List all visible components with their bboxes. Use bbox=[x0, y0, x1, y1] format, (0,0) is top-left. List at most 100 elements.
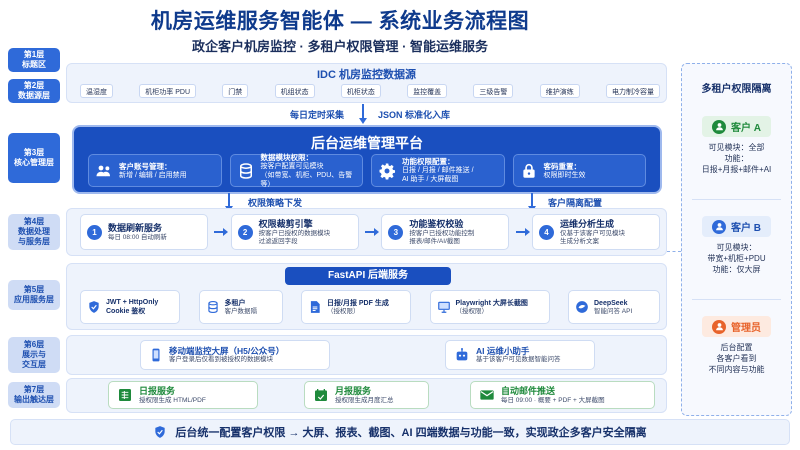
data-source-item: 维护演练 bbox=[539, 84, 580, 98]
services-row: 1 数据刷新服务 每日 08:00 自动刷新 2 权限裁剪引擎 按客户已授权的数… bbox=[80, 213, 660, 251]
service-desc: 报表/邮件/AI/截图 bbox=[409, 237, 460, 245]
page-subtitle: 政企客户机房监控 · 多租户权限管理 · 智能运维服务 bbox=[191, 39, 489, 54]
flow-arrow-collect bbox=[359, 104, 367, 124]
fastapi-header: FastAPI 后端服务 bbox=[285, 267, 451, 285]
tenant-admin: 管理员 后台配置 各客户看到 不同内容与功能 bbox=[682, 316, 791, 375]
step-arrow bbox=[214, 228, 229, 236]
api-deepseek: DeepSeek 智能问答 API bbox=[568, 290, 660, 324]
step-number: 1 bbox=[87, 224, 102, 240]
spreadsheet-icon bbox=[119, 389, 131, 401]
layer-label-line: 第3层 bbox=[23, 148, 45, 157]
layer-label-4: 第4层 数据处理 与服务层 bbox=[8, 214, 60, 250]
service-desc: 过滤返回字段 bbox=[258, 237, 298, 245]
monitor-icon bbox=[437, 301, 450, 313]
api-multitenant: 多租户 客户数据隔 bbox=[198, 290, 283, 324]
service-title: 权限裁剪引擎 bbox=[258, 218, 313, 229]
output-daily-report: 日报服务 授权限生成 HTML/PDF bbox=[108, 381, 258, 409]
api-row: JWT + HttpOnly Cookie 鉴权 多租户 客户数据隔 日报/月报… bbox=[80, 290, 660, 326]
api-desc: Cookie 鉴权 bbox=[106, 308, 146, 315]
data-source-item: 电力制冷容量 bbox=[605, 84, 660, 98]
service-auth-check: 3 功能鉴权校验 按客户已授权功能控制 报表/邮件/AI/截图 bbox=[381, 214, 510, 250]
tenant-badge: 客户 B bbox=[702, 216, 771, 237]
tenant-name: 客户 A bbox=[731, 123, 761, 134]
database-icon bbox=[239, 162, 252, 179]
api-desc: 客户数据隔 bbox=[224, 307, 258, 315]
layer-label-line: 数据源层 bbox=[18, 91, 50, 100]
core-card-desc: 新增 / 编辑 / 启用禁用 bbox=[119, 171, 187, 179]
display-desc: 基于该客户可见数据智能问答 bbox=[476, 356, 561, 363]
data-source-item: 温湿度 bbox=[80, 84, 113, 98]
data-source-item: 机组状态 bbox=[274, 84, 315, 98]
core-card-title: 功能权限配置： bbox=[402, 157, 455, 166]
core-card-title: 客户账号管理： bbox=[119, 161, 172, 171]
data-source-item: 监控覆盖 bbox=[407, 84, 448, 98]
output-title: 日报服务 bbox=[139, 385, 176, 396]
output-desc: 授权限生成 HTML/PDF bbox=[139, 396, 206, 404]
tenant-details: 可见模块： 带宽+机柜+PDU 功能：仅大屏 bbox=[682, 242, 791, 275]
layer-label-6: 第6层 展示与 交互层 bbox=[8, 337, 60, 373]
output-monthly-report: 月报服务 授权限生成月度汇总 bbox=[304, 381, 429, 409]
display-mobile-dashboard: 移动端监控大屏（H5/公众号） 客户登录后仅看到被授权的数据模块 bbox=[140, 340, 330, 370]
tenant-line: 功能： bbox=[724, 154, 749, 163]
data-source-item: 机柜状态 bbox=[340, 84, 381, 98]
tenant-line: 不同内容与功能 bbox=[708, 365, 765, 374]
layer-label-line: 展示与 bbox=[22, 350, 46, 359]
layer-label-7: 第7层 输出触达层 bbox=[8, 382, 60, 408]
core-card-desc: 日报 / 月报 / 邮件推送 / bbox=[402, 167, 474, 174]
core-card-title: 客码重置： bbox=[543, 161, 582, 171]
document-icon bbox=[310, 301, 320, 313]
layer-label-3: 第3层 核心管理层 bbox=[8, 133, 60, 183]
layer-label-5: 第5层 应用服务层 bbox=[8, 280, 60, 310]
mail-icon bbox=[480, 390, 494, 400]
service-analysis: 4 运维分析生成 仅基于该客户可见模块 生成分析文案 bbox=[531, 214, 660, 250]
footer-banner: 后台统一配置客户权限 → 大屏、报表、截图、AI 四端数据与功能一致，实现政企多… bbox=[10, 419, 790, 445]
database-icon bbox=[207, 300, 218, 314]
layer-label-line: 数据处理 bbox=[18, 227, 50, 236]
flow-label-isolation: 客户隔离配置 bbox=[548, 198, 603, 208]
tenant-details: 可见模块：全部 功能： 日报+月报+邮件+AI bbox=[682, 142, 791, 175]
connector-line bbox=[667, 251, 681, 252]
layer-label-line: 标题区 bbox=[22, 60, 46, 69]
flow-arrow-isolation bbox=[528, 193, 536, 212]
api-playwright: Playwright 大屏长截图 （授权限） bbox=[429, 290, 550, 324]
output-title: 月报服务 bbox=[335, 385, 372, 396]
data-source-item: 机柜功率 PDU bbox=[139, 84, 197, 98]
user-icon bbox=[712, 319, 726, 334]
tenant-line: 日报+月报+邮件+AI bbox=[701, 165, 772, 174]
shield-icon bbox=[155, 426, 166, 438]
api-title: DeepSeek bbox=[594, 299, 628, 307]
service-title: 运维分析生成 bbox=[559, 218, 614, 229]
core-card-desc: 按客户配置可见模块 bbox=[260, 162, 324, 170]
core-cards: 客户账号管理： 新增 / 编辑 / 启用禁用 数据模块权限： 按客户配置可见模块… bbox=[88, 153, 646, 188]
service-title: 功能鉴权校验 bbox=[409, 218, 464, 229]
flow-label-json: JSON 标准化入库 bbox=[378, 110, 451, 120]
tenant-line: 功能：仅大屏 bbox=[712, 265, 761, 274]
core-card-accounts: 客户账号管理： 新增 / 编辑 / 启用禁用 bbox=[88, 154, 222, 187]
layer-label-line: 与服务层 bbox=[18, 237, 50, 246]
tenant-b: 客户 B 可见模块： 带宽+机柜+PDU 功能：仅大屏 bbox=[682, 216, 791, 275]
layer-label-line: 交互层 bbox=[22, 360, 46, 369]
layer-label-line: 应用服务层 bbox=[14, 295, 54, 304]
tenant-name: 客户 B bbox=[731, 223, 761, 234]
tenant-name: 管理员 bbox=[731, 323, 761, 334]
page-title: 机房运维服务智能体 — 系统业务流程图 bbox=[150, 10, 530, 33]
tenant-details: 后台配置 各客户看到 不同内容与功能 bbox=[682, 342, 791, 375]
shield-icon bbox=[89, 301, 99, 313]
user-icon bbox=[712, 219, 726, 234]
step-arrow bbox=[515, 228, 530, 236]
data-source-item: 三级告警 bbox=[473, 84, 514, 98]
core-platform: 后台运维管理平台 客户账号管理： 新增 / 编辑 / 启用禁用 数据模块权限： … bbox=[74, 127, 660, 192]
api-desc: （授权限） bbox=[455, 307, 489, 315]
api-desc: （授权限） bbox=[327, 307, 360, 315]
layer-label-line: 第7层 bbox=[23, 385, 45, 394]
api-title: 日报/月报 PDF 生成 bbox=[327, 299, 389, 307]
core-card-desc: （如带宽、机柜、PDU、告警等） bbox=[260, 171, 353, 188]
phone-icon bbox=[152, 348, 160, 362]
tenant-line: 后台配置 bbox=[720, 343, 753, 352]
api-jwt: JWT + HttpOnly Cookie 鉴权 bbox=[80, 290, 180, 324]
layer-label-1: 第1层 标题区 bbox=[8, 48, 60, 72]
tenant-divider bbox=[692, 199, 781, 200]
tenant-line: 带宽+机柜+PDU bbox=[707, 254, 766, 263]
layer-label-2: 第2层 数据源层 bbox=[8, 79, 60, 103]
data-source-items: 温湿度 机柜功率 PDU 门禁 机组状态 机柜状态 监控覆盖 三级告警 维护演练… bbox=[80, 84, 660, 98]
